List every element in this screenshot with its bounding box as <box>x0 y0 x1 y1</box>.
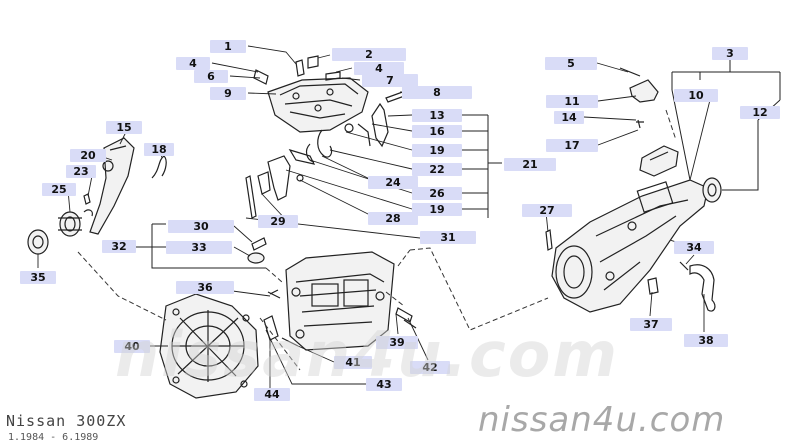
watermark-center: nissan4u.com <box>115 318 619 391</box>
callout-6: 6 <box>194 70 228 83</box>
callout-5: 5 <box>545 57 597 70</box>
callout-2: 2 <box>332 48 406 61</box>
side-plate-bracket <box>647 261 716 312</box>
callout-36: 36 <box>176 281 234 294</box>
callout-30: 30 <box>168 220 234 233</box>
callout-4-right: 4 <box>354 62 404 75</box>
callout-22: 22 <box>412 163 462 176</box>
model-label: Nissan 300ZX <box>6 412 127 430</box>
callout-11: 11 <box>546 95 598 108</box>
watermark-site: nissan4u.com <box>478 400 726 440</box>
callout-14: 14 <box>554 111 584 124</box>
callout-9: 9 <box>210 87 246 100</box>
callout-7: 7 <box>362 74 418 87</box>
clutch-spring <box>151 155 167 179</box>
callout-20: 20 <box>70 149 106 162</box>
callout-1: 1 <box>210 40 246 53</box>
callout-29: 29 <box>258 215 298 228</box>
callout-28: 28 <box>368 212 418 225</box>
callout-19-upper: 19 <box>412 144 462 157</box>
callout-21: 21 <box>504 158 556 171</box>
striking-rod-parts <box>545 67 659 251</box>
callout-8: 8 <box>402 86 472 99</box>
callout-33: 33 <box>166 241 232 254</box>
date-range-label: 1.1984 - 6.1989 <box>8 432 99 443</box>
callout-24: 24 <box>368 176 418 189</box>
check-ball-plug <box>247 237 267 264</box>
clutch-housing <box>159 293 259 399</box>
callout-16: 16 <box>412 125 462 138</box>
shift-control-housing <box>267 77 369 133</box>
callout-4-left: 4 <box>176 57 210 70</box>
dust-cover <box>27 229 49 255</box>
callout-43: 43 <box>366 378 402 391</box>
callout-39: 39 <box>376 336 418 349</box>
callout-27: 27 <box>522 204 572 217</box>
callout-10: 10 <box>674 89 718 102</box>
callout-38: 38 <box>684 334 728 347</box>
callout-34: 34 <box>674 241 714 254</box>
callout-32: 32 <box>102 240 136 253</box>
callout-37: 37 <box>630 318 672 331</box>
shift-lever-cover <box>639 145 679 177</box>
shift-parts-small <box>253 55 411 103</box>
callout-12: 12 <box>740 106 780 119</box>
callout-35: 35 <box>20 271 56 284</box>
callout-44: 44 <box>254 388 290 401</box>
callout-23: 23 <box>66 165 96 178</box>
callout-41: 41 <box>334 356 372 369</box>
callout-31: 31 <box>420 231 476 244</box>
callout-3: 3 <box>712 47 748 60</box>
callout-15: 15 <box>106 121 142 134</box>
adapter-plate <box>285 251 395 351</box>
callout-17: 17 <box>546 139 598 152</box>
rear-oil-seal <box>702 177 722 203</box>
rear-extension-housing <box>551 179 709 313</box>
callout-25: 25 <box>42 183 76 196</box>
callout-26: 26 <box>412 187 462 200</box>
callout-40: 40 <box>114 340 150 353</box>
withdrawal-lever <box>83 137 135 235</box>
callout-18: 18 <box>144 143 174 156</box>
shift-forks <box>245 102 389 219</box>
callout-13: 13 <box>412 109 462 122</box>
callout-42: 42 <box>410 361 450 374</box>
release-bearing <box>58 211 82 237</box>
callout-19-lower: 19 <box>412 203 462 216</box>
